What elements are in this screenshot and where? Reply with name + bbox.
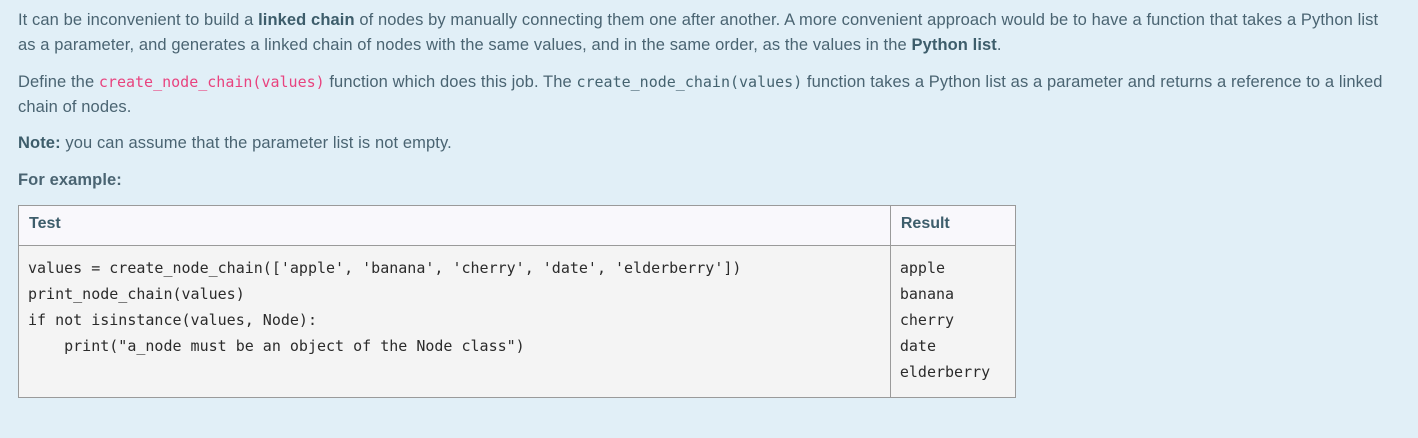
test-code-block: values = create_node_chain(['apple', 'ba… — [28, 259, 742, 355]
column-header-test: Test — [18, 205, 891, 246]
intro-bold-linked-chain: linked chain — [258, 11, 355, 29]
table-row: values = create_node_chain(['apple', 'ba… — [18, 245, 1017, 398]
intro-text-part-1: It can be inconvenient to build a — [18, 11, 259, 29]
inline-code-create-node-chain-pink: create_node_chain(values) — [98, 73, 325, 91]
column-header-result: Result — [889, 205, 1017, 246]
example-table: Test Result values = create_node_chain([… — [18, 205, 1017, 398]
define-paragraph: Define the create_node_chain(values) fun… — [18, 70, 1400, 120]
note-paragraph: Note: you can assume that the parameter … — [18, 131, 1400, 156]
example-table-head: Test Result — [18, 205, 1017, 246]
intro-text-part-3: . — [996, 36, 1002, 54]
define-text-part-2: function which does this job. The — [324, 73, 577, 91]
for-example-label: For example: — [18, 171, 122, 189]
intro-text-part-2: of nodes by manually connecting them one… — [18, 11, 1379, 54]
table-header-row: Test Result — [18, 205, 1017, 246]
note-text: you can assume that the parameter list i… — [60, 134, 452, 152]
example-table-body: values = create_node_chain(['apple', 'ba… — [18, 245, 1017, 398]
note-label: Note: — [18, 134, 61, 152]
define-text-part-3: function takes a Python list as a parame… — [18, 73, 1383, 116]
cell-result-output: apple banana cherry date elderberry — [889, 245, 1017, 398]
result-output-block: apple banana cherry date elderberry — [899, 259, 991, 381]
cell-test-code: values = create_node_chain(['apple', 'ba… — [18, 245, 891, 398]
intro-paragraph: It can be inconvenient to build a linked… — [18, 8, 1400, 58]
intro-bold-python-list: Python list — [911, 36, 997, 54]
define-text-part-1: Define the — [18, 73, 99, 91]
inline-code-create-node-chain-teal: create_node_chain(values) — [576, 73, 803, 91]
